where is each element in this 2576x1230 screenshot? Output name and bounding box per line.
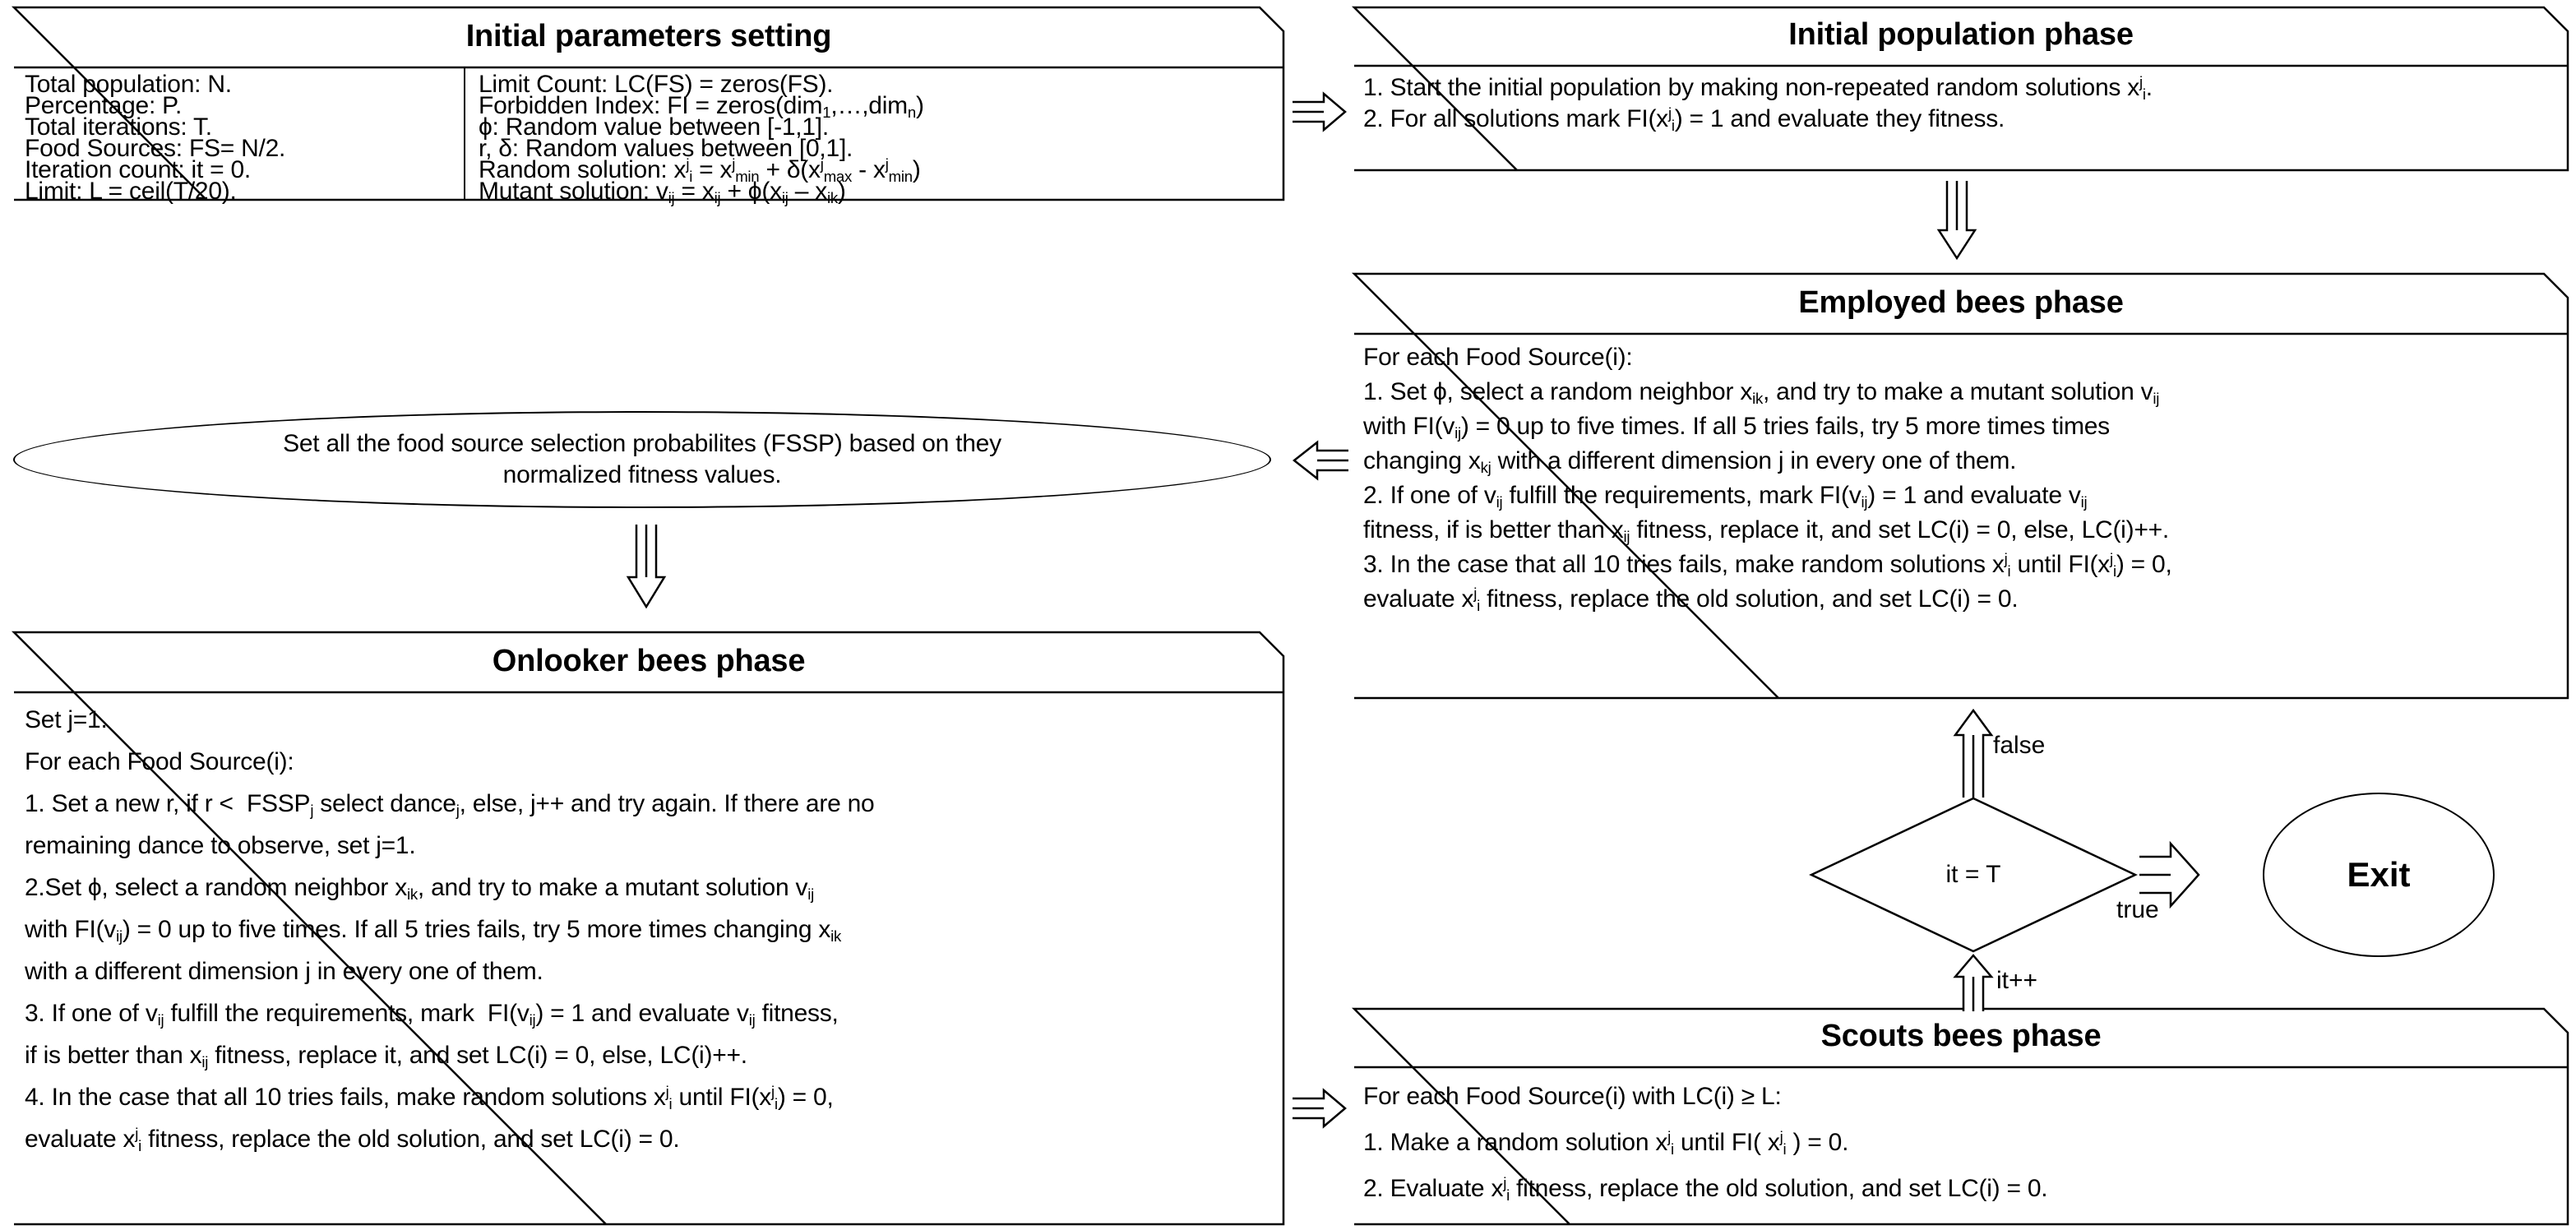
- node-body: Set j=1. For each Food Source(i): 1. Set…: [13, 699, 1284, 1160]
- body-line: For each Food Source(i):: [1363, 344, 1633, 371]
- arrow-onlooker-bees-to-scouts-bees: [1291, 1085, 1348, 1131]
- arrow-params-to-initial-population: [1291, 89, 1348, 135]
- diamond-shape: [1809, 797, 2138, 953]
- parameter-line: Total population: N.: [25, 71, 232, 98]
- body-line: 2. For all solutions mark FI(xji) = 1 an…: [1363, 104, 2005, 135]
- node-initial-population-phase: Initial population phase 1. Start the in…: [1351, 6, 2569, 172]
- node-title: Onlooker bees phase: [492, 644, 806, 678]
- column-divider: [464, 68, 465, 199]
- body-line: For each Food Source(i) with LC(i) ≥ L:: [1363, 1083, 1782, 1110]
- node-body: 1. Start the initial population by makin…: [1353, 72, 2569, 135]
- fssp-text: Set all the food source selection probab…: [225, 428, 1059, 491]
- parameter-line: Limit Count: LC(FS) = zeros(FS).: [479, 71, 834, 98]
- arrow-fssp-to-onlooker-bees: [623, 523, 669, 610]
- fssp-line: Set all the food source selection probab…: [283, 430, 1001, 457]
- edge-label-false: false: [1993, 732, 2046, 759]
- node-body: For each Food Source(i): 1. Set ϕ, selec…: [1353, 340, 2569, 617]
- parameter-line: Total iterations: T.: [25, 113, 212, 141]
- node-title: Employed bees phase: [1798, 285, 2124, 320]
- body-line: 1. Start the initial population by makin…: [1363, 72, 2153, 104]
- arrow-decision-false-to-employed-bees: [1950, 708, 1996, 799]
- edge-label-it-increment: it++: [1996, 967, 2038, 994]
- body-line: changing xkj with a different dimension …: [1363, 447, 2017, 477]
- parameter-line: r, δ: Random values between [0,1].: [479, 135, 853, 162]
- node-title: Initial parameters setting: [465, 19, 832, 53]
- body-line: if is better than xij fitness, replace i…: [25, 1042, 747, 1071]
- body-line: 1. Set ϕ, select a random neighbor xik, …: [1363, 378, 2160, 408]
- parameter-line: Limit: L = ceil(T/20).: [25, 178, 237, 205]
- node-decision-it-equals-t: it = T: [1809, 796, 2138, 954]
- body-line: with a different dimension j in every on…: [25, 958, 543, 985]
- parameter-line: Forbidden Index: FI = zeros(dim1,…,dimn): [479, 92, 924, 122]
- parameter-line: Iteration count: it = 0.: [25, 156, 252, 183]
- body-line: with FI(vij) = 0 up to five times. If al…: [1363, 413, 2110, 442]
- body-line: 3. In the case that all 10 tries fails, …: [1363, 549, 2172, 580]
- body-line: 2. Evaluate xji fitness, replace the old…: [1363, 1173, 2048, 1205]
- body-line: Set j=1.: [25, 706, 108, 733]
- node-body: For each Food Source(i) with LC(i) ≥ L: …: [1353, 1074, 2569, 1212]
- body-line: fitness, if is better than xij fitness, …: [1363, 516, 2169, 546]
- parameters-right-column: Limit Count: LC(FS) = zeros(FS). Forbidd…: [479, 71, 1280, 207]
- parameter-line: Random solution: xji = xjmin + δ(xjmax -…: [479, 155, 921, 186]
- arrow-employed-bees-to-fssp: [1289, 437, 1350, 483]
- node-initial-parameters-setting: Initial parameters setting Total populat…: [11, 6, 1285, 207]
- body-line: 1. Set a new r, if r < FSSPj select danc…: [25, 790, 875, 820]
- node-title: Scouts bees phase: [1820, 1019, 2102, 1053]
- parameter-line: Percentage: P.: [25, 92, 183, 119]
- body-line: 2.Set ϕ, select a random neighbor xik, a…: [25, 874, 815, 904]
- node-title: Initial population phase: [1788, 17, 2134, 52]
- body-line: For each Food Source(i):: [25, 748, 294, 775]
- body-line: 1. Make a random solution xji until FI( …: [1363, 1127, 1849, 1158]
- body-line: evaluate xji fitness, replace the old so…: [1363, 584, 2019, 615]
- body-line: 3. If one of vij fulfill the requirement…: [25, 1000, 839, 1029]
- node-exit: Exit: [2263, 793, 2495, 957]
- body-line: with FI(vij) = 0 up to five times. If al…: [25, 916, 842, 946]
- parameter-line: Food Sources: FS= N/2.: [25, 135, 286, 162]
- node-onlooker-bees-phase: Onlooker bees phase Set j=1. For each Fo…: [11, 631, 1285, 1226]
- node-scouts-bees-phase: Scouts bees phase For each Food Source(i…: [1351, 1007, 2569, 1226]
- arrow-initial-population-to-employed-bees: [1934, 179, 1980, 261]
- node-fssp-ellipse: Set all the food source selection probab…: [13, 411, 1271, 508]
- exit-label: Exit: [2347, 855, 2411, 894]
- body-line: evaluate xji fitness, replace the old so…: [25, 1124, 680, 1155]
- arrow-decision-true-to-exit: [2138, 824, 2202, 929]
- parameter-line: Mutant solution: vij = xij + ϕ(xij – xik…: [479, 178, 846, 207]
- edge-label-true: true: [2116, 896, 2159, 923]
- body-line: 2. If one of vij fulfill the requirement…: [1363, 482, 2088, 511]
- body-line: remaining dance to observe, set j=1.: [25, 832, 416, 859]
- parameter-line: ϕ: Random value between [-1,1].: [479, 113, 829, 141]
- body-line: 4. In the case that all 10 tries fails, …: [25, 1082, 834, 1113]
- arrow-scouts-bees-to-decision: [1950, 954, 1996, 1013]
- node-employed-bees-phase: Employed bees phase For each Food Source…: [1351, 272, 2569, 700]
- fssp-line: normalized fitness values.: [502, 461, 782, 488]
- decision-label: it = T: [1945, 861, 2001, 888]
- parameters-left-column: Total population: N. Percentage: P. Tota…: [25, 71, 460, 205]
